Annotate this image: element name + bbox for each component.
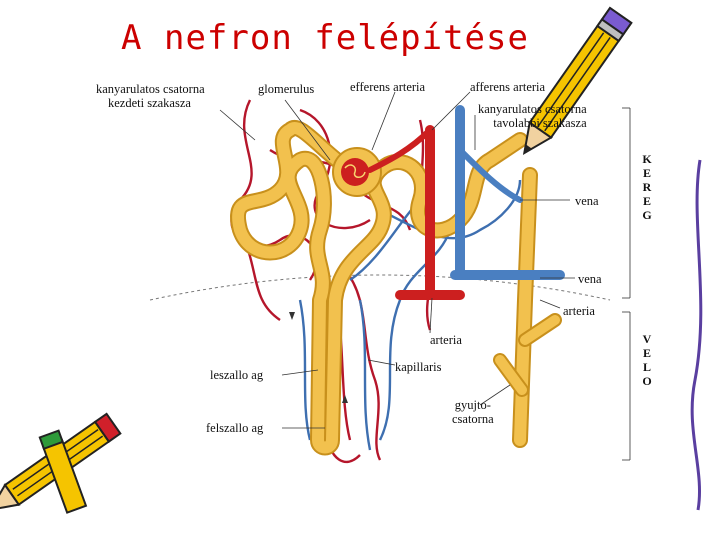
decorative-squiggle [690, 159, 703, 511]
label-kanyarulatos-tavolabbi: kanyarulatos csatorna tavolabbi szakasza [478, 102, 587, 130]
nephron-tubule [230, 120, 528, 456]
pencil-icon-stripes [38, 429, 88, 514]
label-efferens: efferens arteria [350, 80, 426, 94]
side-label-kereg: K E R E G [640, 152, 654, 222]
label-line: kanyarulatos csatorna [96, 82, 205, 96]
label-gyujtocsatorna: gyujto- csatorna [452, 398, 494, 426]
collecting-duct [493, 167, 562, 448]
pencil-icon [522, 6, 633, 156]
side-letter: L [642, 360, 651, 374]
label-felszallo-ag: felszallo ag [206, 421, 264, 435]
label-line: kanyarulatos csatorna [478, 102, 587, 116]
side-letter: G [642, 208, 652, 222]
page-title: A nefron felépítése [121, 18, 529, 58]
label-arteria-right: arteria [563, 304, 595, 318]
label-vena-1: vena [575, 194, 599, 208]
glomerulus [332, 147, 382, 197]
label-afferens: afferens arteria [470, 80, 546, 94]
side-letter: E [642, 194, 651, 208]
label-glomerulus: glomerulus [258, 82, 315, 96]
label-arteria-center: arteria [430, 333, 462, 347]
label-kapillaris: kapillaris [395, 360, 442, 374]
side-label-velo: V E L O [640, 332, 654, 388]
label-leaders [219, 91, 631, 461]
vein [450, 105, 565, 280]
flow-arrows [289, 312, 348, 403]
side-letter: K [642, 152, 652, 166]
side-letter: R [642, 180, 652, 194]
side-letter: V [642, 332, 652, 346]
label-vena-2: vena [578, 272, 602, 286]
label-leszallo-ag: leszallo ag [210, 368, 264, 382]
label-line: tavolabbi szakasza [493, 116, 587, 130]
side-letter: E [642, 166, 651, 180]
label-line: kezdeti szakasza [108, 96, 191, 110]
artery [367, 125, 465, 300]
label-line: gyujto- [454, 398, 491, 412]
label-kanyarulatos-kezdeti: kanyarulatos csatorna kezdeti szakasza [96, 82, 205, 110]
side-letter: E [642, 346, 651, 360]
side-letter: O [642, 374, 652, 388]
label-line: csatorna [452, 412, 494, 426]
